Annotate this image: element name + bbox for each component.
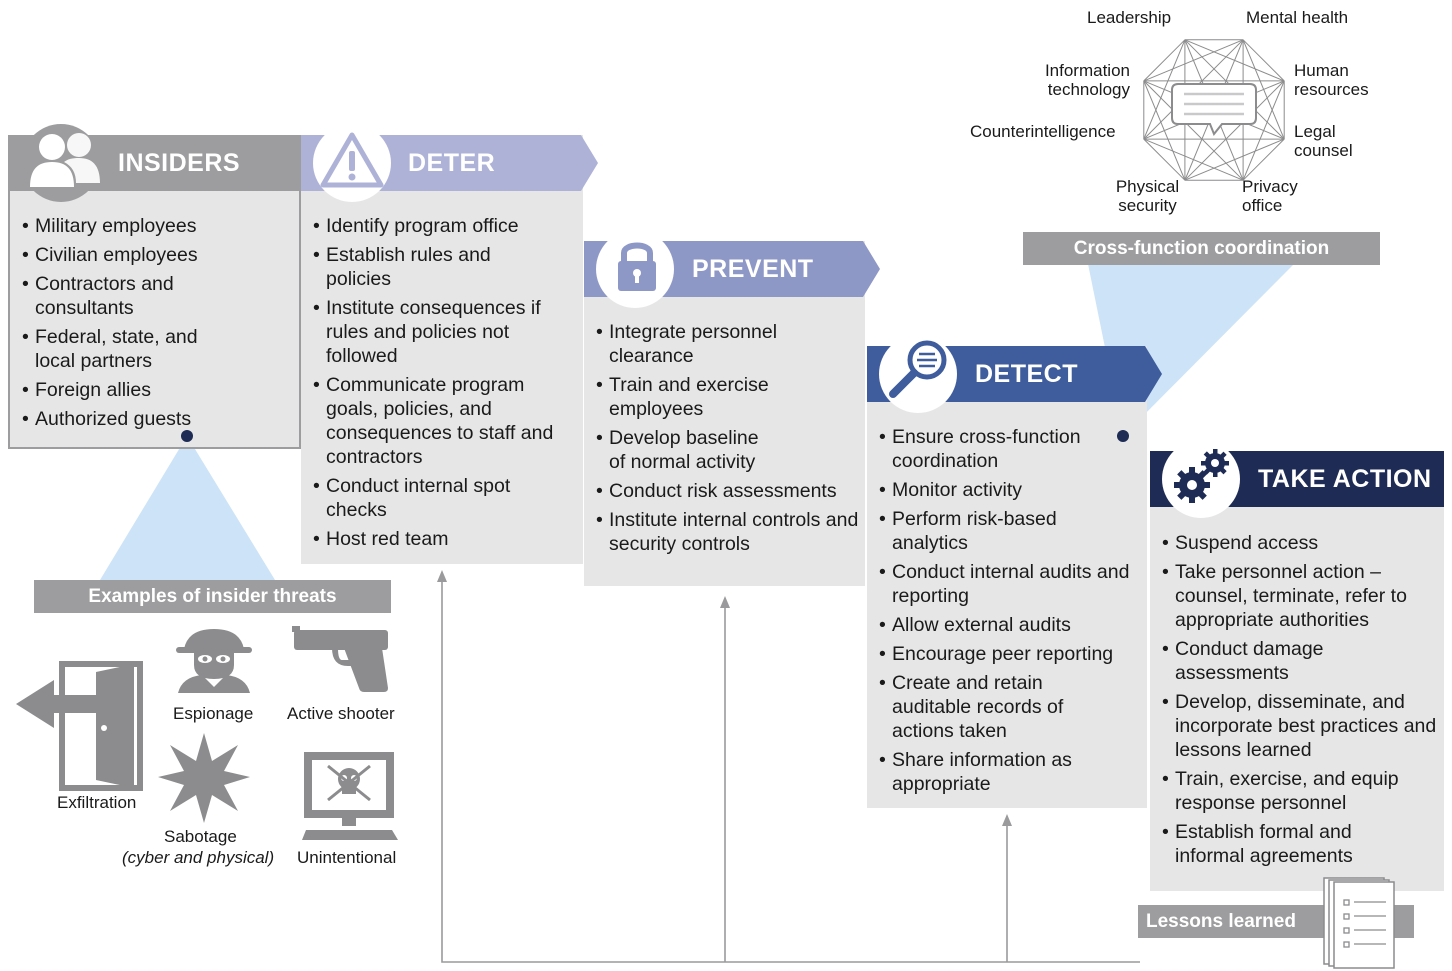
- list-item: Institute internal controls and security…: [596, 508, 859, 556]
- take-action-list: Suspend access Take personnel action – c…: [1162, 531, 1442, 873]
- deter-list: Identify program office Establish rules …: [313, 214, 573, 556]
- insiders-connector-dot: [181, 430, 193, 442]
- computer-skull-icon: [302, 752, 398, 840]
- insider-threats-label: Examples of insider threats: [34, 580, 391, 613]
- prevent-list: Integrate personnel clearance Train and …: [596, 320, 862, 561]
- deter-title: DETER: [408, 149, 496, 177]
- list-item: Institute consequences if rules and poli…: [313, 296, 573, 368]
- exfiltration-label: Exfiltration: [57, 793, 137, 812]
- coordination-link: [1143, 39, 1186, 82]
- coordination-link: [1242, 39, 1285, 82]
- list-item: Host red team: [313, 527, 573, 551]
- take-action-title: TAKE ACTION: [1258, 465, 1432, 493]
- insiders-title: INSIDERS: [118, 149, 241, 177]
- list-item: Military employees: [22, 214, 292, 238]
- prevent-header: PREVENT: [584, 230, 865, 308]
- list-item: Encourage peer reporting: [879, 642, 1145, 666]
- list-item: Communicate program goals, policies, and…: [313, 373, 556, 469]
- list-item: Develop, disseminate, and incorporate be…: [1162, 690, 1445, 762]
- list-item: Share information as appropriate: [879, 748, 1107, 796]
- take-action-header: TAKE ACTION: [1150, 440, 1444, 518]
- active-shooter-label: Active shooter: [287, 704, 395, 723]
- people-icon: [30, 133, 100, 187]
- magnifier-icon: [889, 340, 947, 398]
- list-item: Conduct risk assessments: [596, 479, 862, 503]
- coordination-link: [1143, 138, 1186, 181]
- unintentional-label: Unintentional: [297, 848, 397, 867]
- detect-header: DETECT: [867, 335, 1147, 413]
- list-item: Take personnel action – counsel, termina…: [1162, 560, 1440, 632]
- list-item: Conduct damage assessments: [1162, 637, 1375, 685]
- list-item: Civilian employees: [22, 243, 292, 267]
- detect-connector-dot: [1117, 430, 1129, 442]
- coordination-network: [1143, 39, 1285, 181]
- coordination-link: [1184, 138, 1285, 181]
- node-leadership: Leadership: [1087, 8, 1172, 27]
- list-item: Identify program office: [313, 214, 573, 238]
- node-privacy-office: Privacy office: [1242, 177, 1298, 215]
- list-item: Suspend access: [1162, 531, 1442, 555]
- list-item: Perform risk-based analytics: [879, 507, 1092, 555]
- espionage-label: Espionage: [173, 704, 254, 723]
- cross-function-coordination-label: Cross-function coordination: [1023, 232, 1380, 265]
- detect-list: Ensure cross-function coordination Monit…: [879, 425, 1145, 801]
- pistol-icon: [292, 626, 388, 692]
- warning-icon: [320, 132, 384, 188]
- coordination-link: [1242, 138, 1285, 181]
- list-item: Integrate personnel clearance: [596, 320, 809, 368]
- list-item: Monitor activity: [879, 478, 1145, 502]
- coordination-link: [1143, 39, 1244, 82]
- list-item: Foreign allies: [22, 378, 292, 402]
- insiders-header: INSIDERS: [8, 124, 301, 202]
- list-item: Federal, state, and local partners: [22, 325, 225, 373]
- padlock-icon: [618, 242, 656, 291]
- detect-title: DETECT: [975, 360, 1078, 388]
- insiders-list: Military employees Civilian employees Co…: [22, 214, 292, 436]
- list-item: Develop baseline of normal activity: [596, 426, 779, 474]
- list-item: Conduct internal audits and reporting: [879, 560, 1132, 608]
- list-item: Train and exercise employees: [596, 373, 809, 421]
- document-stack-icon: [1323, 877, 1395, 969]
- coordination-link: [1143, 80, 1186, 181]
- node-mental-health: Mental health: [1246, 8, 1349, 27]
- sabotage-sublabel: (cyber and physical): [122, 848, 275, 867]
- sabotage-label: Sabotage: [164, 827, 237, 846]
- spy-icon: [176, 629, 252, 693]
- coordination-link: [1184, 80, 1285, 181]
- list-item: Allow external audits: [879, 613, 1145, 637]
- list-item: Ensure cross-function coordination: [879, 425, 1117, 473]
- list-item: Conduct internal spot checks: [313, 474, 573, 522]
- coordination-link: [1143, 138, 1244, 181]
- list-item: Contractors and consultants: [22, 272, 205, 320]
- explosion-icon: [158, 733, 250, 823]
- node-legal-counsel: Legal counsel: [1294, 122, 1353, 160]
- node-physical-security: Physical security: [1115, 177, 1180, 215]
- list-item: Establish formal and informal agreements: [1162, 820, 1385, 868]
- deter-header: DETER: [301, 124, 583, 202]
- node-human-resources: Human resources: [1294, 61, 1369, 99]
- exfiltration-icon: [16, 661, 143, 791]
- list-item: Create and retain auditable records of a…: [879, 671, 1102, 743]
- list-item: Establish rules and policies: [313, 243, 526, 291]
- prevent-title: PREVENT: [692, 255, 814, 283]
- coordination-link: [1143, 80, 1244, 181]
- list-item: Authorized guests: [22, 407, 292, 431]
- node-counterintelligence: Counterintelligence: [970, 122, 1116, 141]
- gears-icon: [1174, 449, 1229, 503]
- node-information-technology: Information technology: [1044, 61, 1130, 99]
- list-item: Train, exercise, and equip response pers…: [1162, 767, 1440, 815]
